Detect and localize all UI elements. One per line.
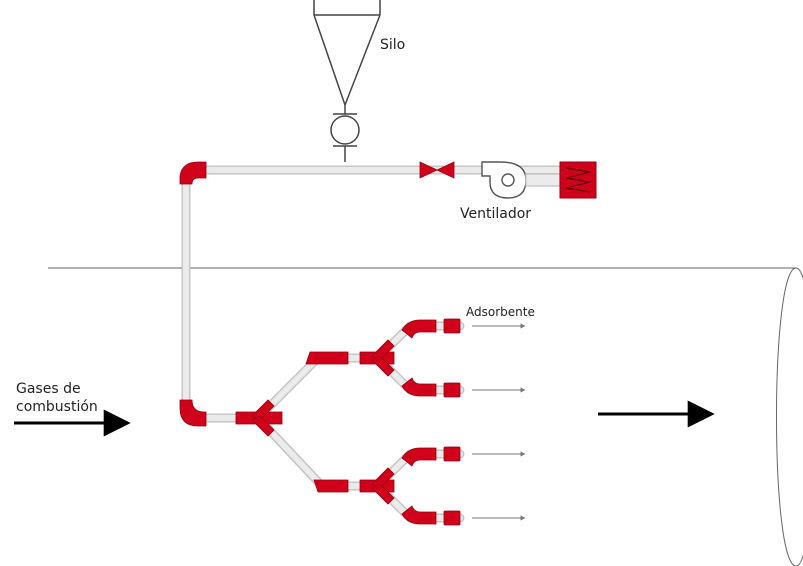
elbow-bottom-left: [179, 399, 207, 427]
adsorbent-arrows: [472, 323, 526, 521]
silo-label: Silo: [380, 37, 406, 53]
transport-pipes: [181, 165, 565, 523]
flue-gas-label-line1: Gases de: [16, 381, 81, 397]
flue-gas-label-line2: combustión: [16, 399, 98, 415]
duct-outlet-outer: [795, 267, 803, 566]
heater-element-icon: [559, 161, 597, 199]
branch-upper-pipe: [253, 321, 465, 423]
pipe-fittings: [179, 161, 461, 526]
fan-label: Ventilador: [460, 206, 532, 222]
flue-gas-duct: [48, 267, 803, 566]
duct-outlet-inner: [776, 267, 797, 566]
upper-elbow: [305, 351, 349, 365]
lower-elbow: [313, 479, 349, 493]
elbow-top-left: [179, 161, 207, 185]
silo-hopper-icon: [313, 0, 381, 114]
flue-gas-label: Gases de combustión: [16, 380, 98, 416]
rotary-valve-icon: [330, 113, 360, 162]
nozzles: [443, 318, 461, 526]
adsorbent-label: Adsorbente: [466, 305, 535, 319]
butterfly-valve-icon: [419, 161, 455, 179]
